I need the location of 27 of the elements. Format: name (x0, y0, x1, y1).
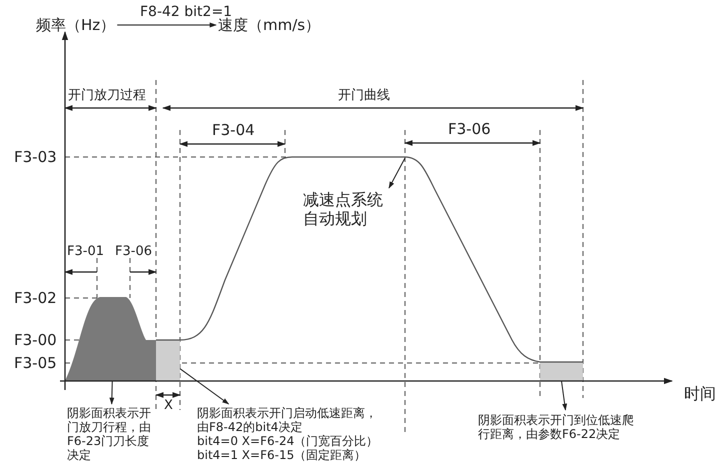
tick-label: F3-05 (14, 354, 57, 372)
span-label: 开门放刀过程 (68, 88, 146, 104)
shaded-area (65, 297, 156, 381)
axis-title: 时间 (684, 384, 716, 404)
dimension-label: F3-06 (448, 120, 491, 138)
axis-title: 频率（Hz） (36, 16, 116, 34)
annotation-text: 阴影面积表示开门到位低速爬行距离，由参数F6-22决定 (478, 413, 643, 441)
annotation-text: 减速点系统自动规划 (303, 190, 389, 228)
dimension-label: F3-01 (67, 244, 104, 260)
leader-line (109, 380, 114, 405)
annotation-text: 阴影面积表示开门放刀行程，由F6-23门刀长度决定 (67, 406, 153, 462)
dimension-label: X (164, 398, 173, 414)
tick-label: F3-03 (14, 148, 57, 166)
dimension-label: F3-04 (212, 121, 255, 139)
tick-label: F3-00 (14, 331, 57, 349)
leader-line (561, 380, 568, 411)
axis-title: 速度（mm/s） (218, 16, 320, 34)
annotation-text: bit4=1 X=F6-15（固定距离） (197, 448, 368, 462)
shaded-area (540, 362, 583, 381)
dimension-label: F3-06 (115, 244, 152, 260)
arrow (116, 22, 217, 28)
leader-line (180, 368, 230, 404)
span-label: 开门曲线 (338, 88, 390, 104)
tick-label: F3-02 (14, 289, 57, 307)
shaded-area (156, 340, 180, 381)
annotation-text: bit4=0 X=F6-24（门宽百分比） (197, 434, 380, 448)
arrow (388, 158, 406, 189)
